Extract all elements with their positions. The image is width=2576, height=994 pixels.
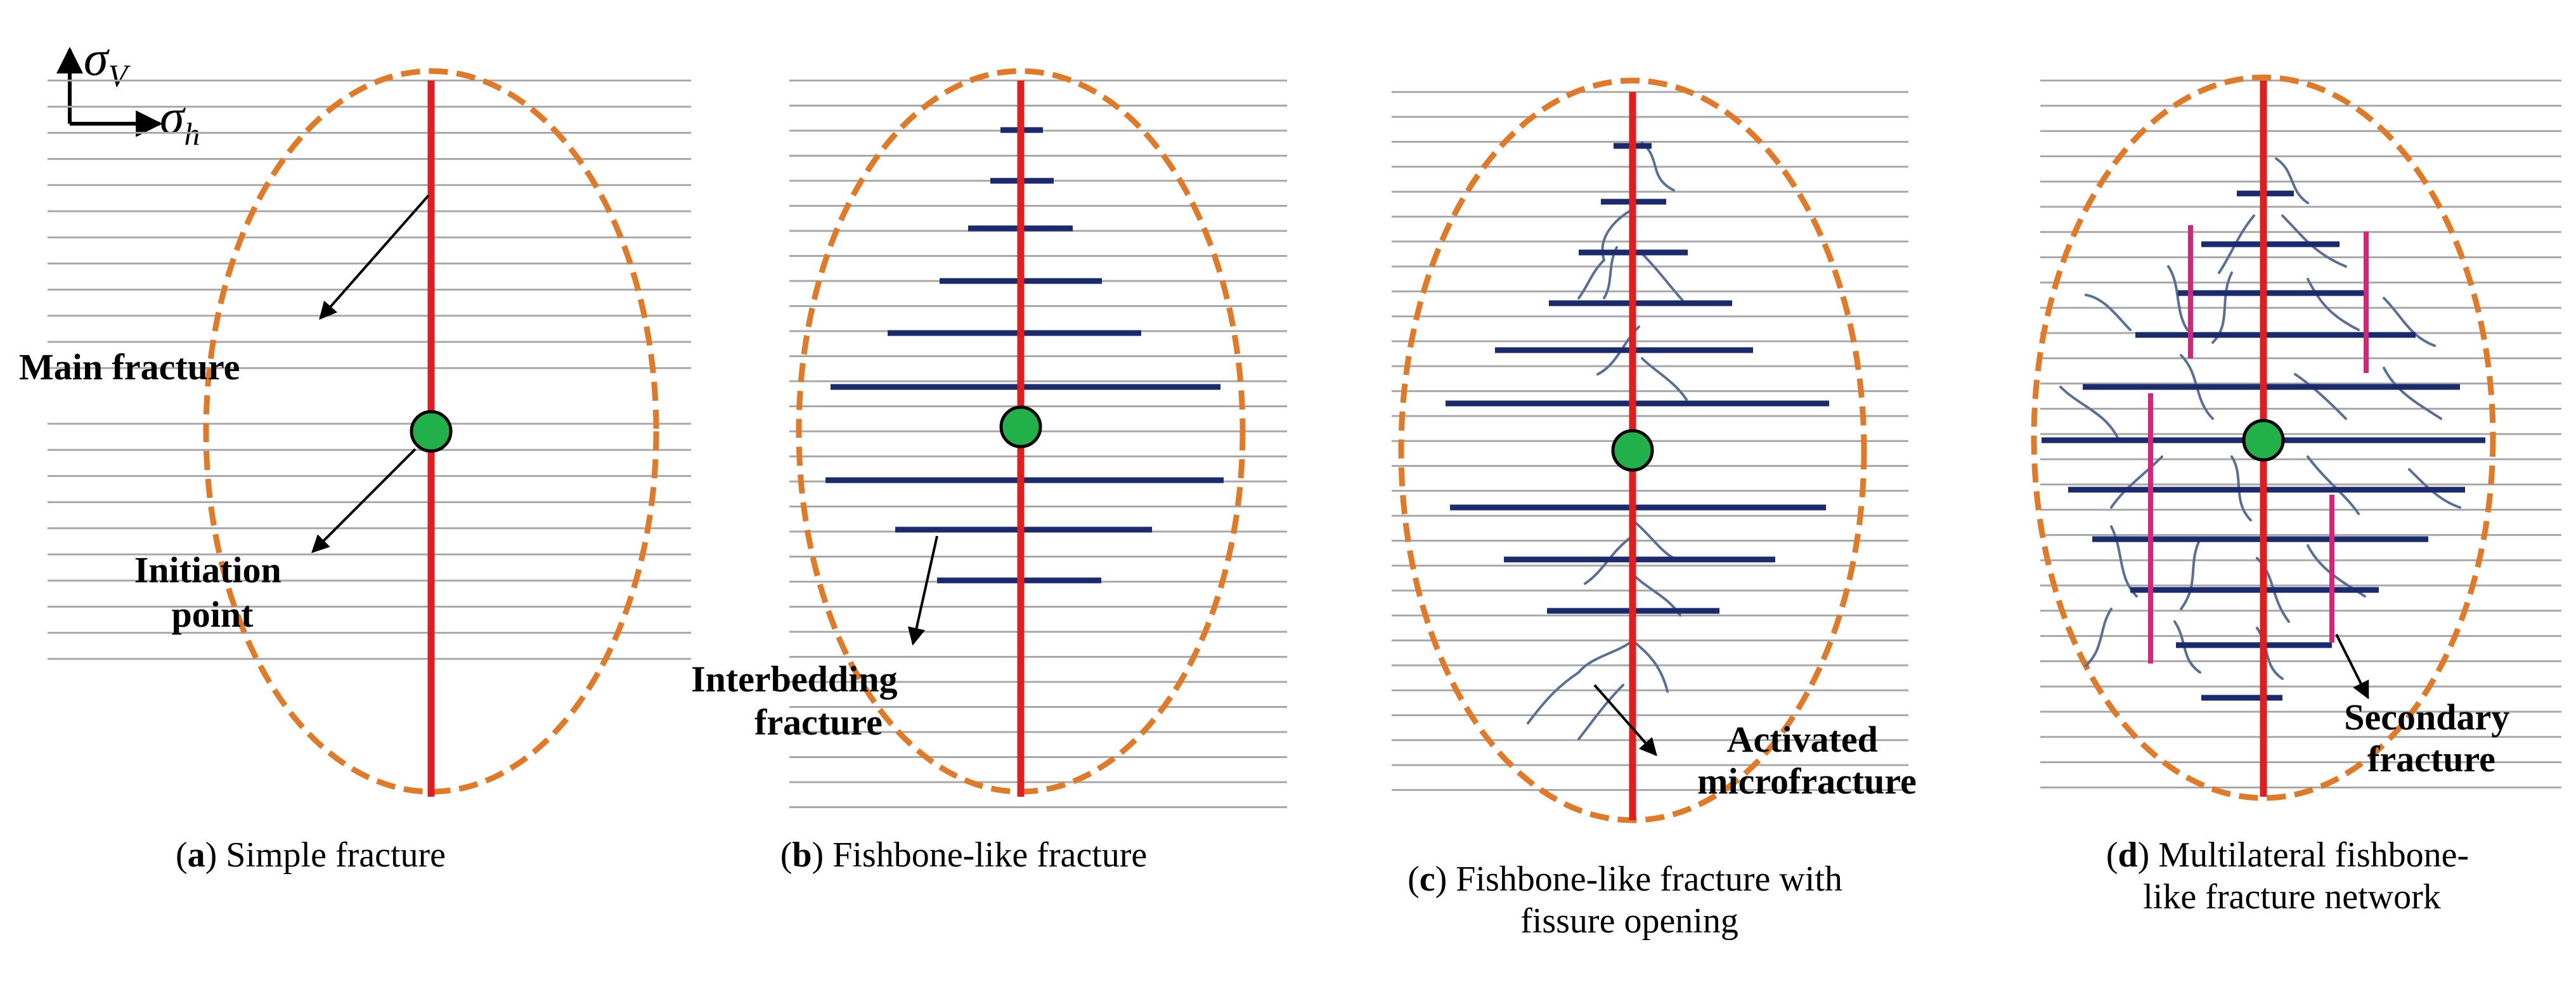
initiation-point-label: Initiation point xyxy=(134,549,291,635)
microfracture xyxy=(2275,157,2309,204)
stimulated-volume-ellipse xyxy=(2031,74,2496,801)
microfracture xyxy=(2085,294,2132,331)
interbedding-fracture-label: Interbedding fracture xyxy=(691,658,907,743)
microfracture-arrow xyxy=(1593,684,1657,757)
panel-d: Secondary fracture (d) Multilateral fish… xyxy=(2031,74,2561,917)
microfracture xyxy=(2167,265,2189,331)
panel-b: Interbedding fracture (b) Fishbone-like … xyxy=(691,68,1287,875)
microfracture xyxy=(1577,684,1624,740)
microfracture xyxy=(2180,538,2201,610)
secondary-fracture-label: Secondary fracture xyxy=(2344,696,2519,780)
main-fracture-arrow xyxy=(319,194,430,320)
microfracture xyxy=(1577,259,1605,299)
microfracture xyxy=(2059,386,2119,439)
microfracture xyxy=(2173,620,2201,674)
activated-microfractures-c xyxy=(1527,141,1688,740)
secondary-fracture-arrow xyxy=(2335,634,2369,700)
microfracture xyxy=(2294,373,2347,420)
microfracture xyxy=(2383,367,2442,420)
stress-axis-indicator: σV σh xyxy=(56,30,200,152)
microfracture xyxy=(2085,608,2113,667)
interbedding-fracture-arrow xyxy=(907,535,938,646)
initiation-point xyxy=(2242,419,2285,462)
bedding-lines-c xyxy=(1392,91,1908,791)
main-fracture-label: Main fracture xyxy=(19,346,240,388)
initiation-point-arrow xyxy=(311,448,417,553)
sigma-v-label: σV xyxy=(84,30,131,93)
microfracture xyxy=(1631,519,1675,559)
caption-b: (b) Fishbone-like fracture xyxy=(780,835,1148,875)
microfracture xyxy=(1527,671,1580,724)
sigma-h-label: σh xyxy=(160,89,200,152)
microfracture xyxy=(1577,639,1634,674)
microfracture xyxy=(1641,357,1688,401)
microfracture xyxy=(1641,252,1688,306)
microfracture xyxy=(2408,468,2461,509)
initiation-point xyxy=(410,410,453,453)
initiation-point xyxy=(999,405,1042,448)
microfracture xyxy=(2281,214,2347,268)
microfracture xyxy=(2110,455,2163,509)
microfracture xyxy=(2307,278,2360,331)
panel-a: Main fracture Initiation point (a) Simpl… xyxy=(19,68,691,875)
panel-c: Activated microfracture (c) Fishbone-lik… xyxy=(1392,77,1917,941)
caption-c: (c) Fishbone-like fracture with fissure … xyxy=(1408,860,1851,941)
caption-a: (a) Simple fracture xyxy=(176,835,446,875)
activated-microfracture-label: Activated microfracture xyxy=(1697,719,1917,802)
stimulated-volume-ellipse xyxy=(203,68,659,795)
initiation-point xyxy=(1611,429,1654,472)
secondary-fractures xyxy=(2148,225,2369,664)
microfracture xyxy=(2383,297,2436,347)
bedding-lines-a-lower xyxy=(48,422,691,660)
microfracture xyxy=(1631,639,1669,693)
bedding-lines-d xyxy=(2040,79,2561,788)
caption-d: (d) Multilateral fishbone- like fracture… xyxy=(2106,835,2478,917)
